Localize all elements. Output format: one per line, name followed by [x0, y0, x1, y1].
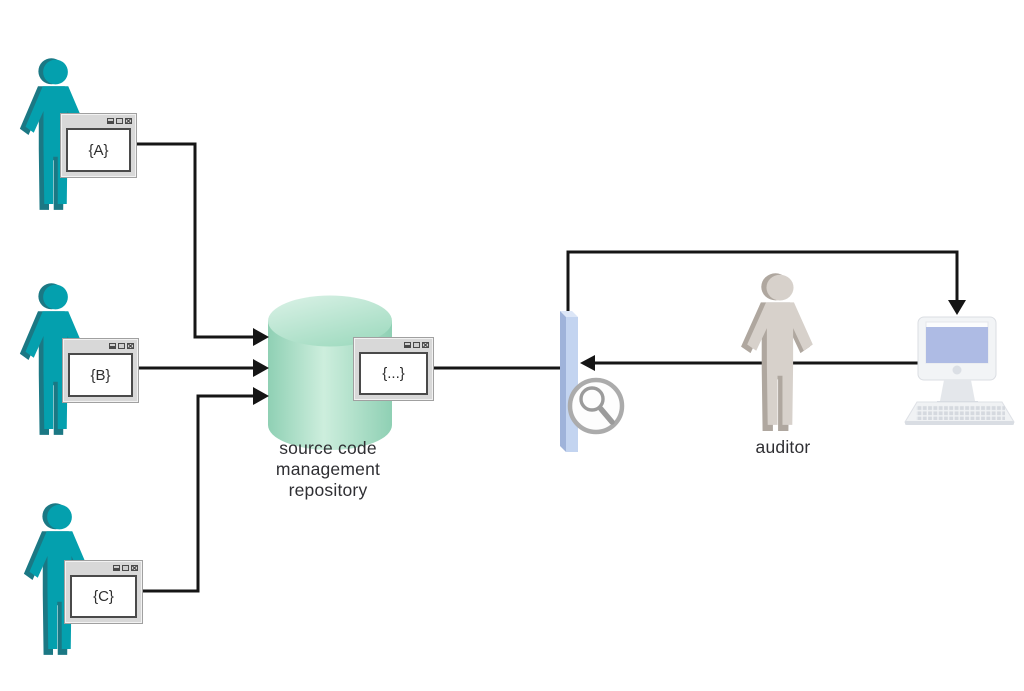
close-icon	[125, 117, 132, 124]
connector-dev-c-to-repo	[141, 394, 254, 593]
code-window-c: {C}	[64, 560, 143, 624]
arrowhead-dev-a	[253, 328, 269, 346]
repo-code-window: {...}	[353, 337, 434, 401]
arrowhead-into-computer	[948, 300, 966, 315]
minimize-icon	[113, 564, 120, 571]
maximize-icon	[116, 117, 123, 124]
magnifier-icon	[567, 377, 625, 435]
close-icon	[127, 342, 134, 349]
minimize-icon	[109, 342, 116, 349]
window-titlebar	[64, 340, 137, 351]
window-titlebar	[66, 562, 141, 573]
auditor-label: auditor	[755, 437, 811, 457]
repository-label: source code management repository	[252, 438, 404, 501]
auditor-figure	[741, 273, 813, 431]
code-window-b: {B}	[62, 338, 139, 403]
minimize-icon	[404, 341, 411, 348]
inspection-bar	[560, 311, 578, 452]
monitor-screen	[926, 327, 988, 363]
repository-label-line1: source code	[279, 438, 377, 458]
code-window-a: {A}	[60, 113, 137, 178]
minimize-icon	[107, 117, 114, 124]
arrowhead-into-bar	[580, 355, 595, 371]
maximize-icon	[122, 564, 129, 571]
window-titlebar	[355, 339, 432, 350]
window-titlebar	[62, 115, 135, 126]
maximize-icon	[118, 342, 125, 349]
computer-workstation	[904, 316, 1015, 425]
monitor-button	[952, 365, 962, 375]
close-icon	[422, 341, 429, 348]
arrowhead-dev-b	[253, 359, 269, 377]
connector-dev-a-to-repo	[135, 142, 254, 339]
code-window-a-content: {A}	[66, 128, 131, 172]
monitor-stand	[940, 380, 975, 401]
connector-bar-to-computer-loop	[566, 250, 959, 313]
close-icon	[131, 564, 138, 571]
maximize-icon	[413, 341, 420, 348]
code-window-b-content: {B}	[68, 353, 133, 397]
repo-code-window-content: {...}	[359, 352, 428, 395]
code-window-c-content: {C}	[70, 575, 137, 618]
repository-label-line2: management	[275, 459, 381, 479]
repository-label-line3: repository	[288, 480, 368, 500]
arrowhead-dev-c	[253, 387, 269, 405]
